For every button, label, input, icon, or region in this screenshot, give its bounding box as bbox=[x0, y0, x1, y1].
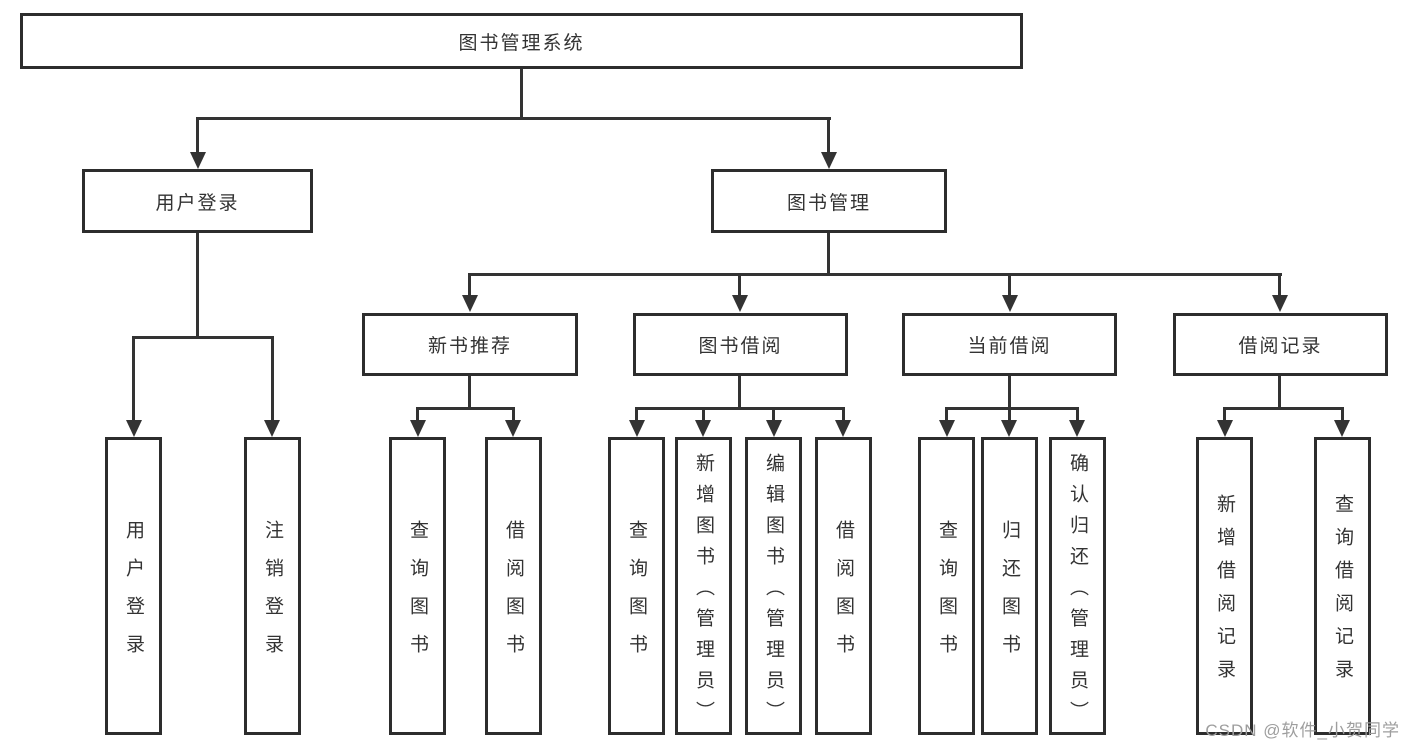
leaf-cb-confirm: 确认归还（管理员） bbox=[1049, 437, 1106, 735]
connector-drop-book-mgmt bbox=[827, 117, 830, 153]
connector-drop-nb-borrow bbox=[512, 407, 515, 421]
leaf-logout: 注销登录 bbox=[244, 437, 301, 735]
connector-drop-bb-search bbox=[635, 407, 638, 421]
csdn-watermark: CSDN @软件_小贺同学 bbox=[1205, 721, 1400, 740]
connector-drop-bb-add bbox=[702, 407, 705, 421]
arrowhead-nb-borrow bbox=[505, 420, 521, 437]
leaf-cb-search: 查询图书 bbox=[918, 437, 975, 735]
arrowhead-logout-leaf bbox=[264, 420, 280, 437]
node-borrow-records-label: 借阅记录 bbox=[1238, 336, 1323, 357]
leaf-br-add: 新增借阅记录 bbox=[1196, 437, 1253, 735]
leaf-nb-borrow: 借阅图书 bbox=[485, 437, 542, 735]
connector-drop-cb-return bbox=[1008, 407, 1011, 421]
connector-drop-br-add bbox=[1223, 407, 1226, 421]
leaf-br-add-label: 新增借阅记录 bbox=[1214, 494, 1235, 692]
arrowhead-br-add bbox=[1217, 420, 1233, 437]
arrowhead-login-leaf bbox=[126, 420, 142, 437]
leaf-user-login-label: 用户登录 bbox=[123, 519, 144, 672]
node-book-borrow: 图书借阅 bbox=[633, 313, 848, 376]
connector-drop-cb-confirm bbox=[1076, 407, 1079, 421]
connector-drop-nb-search bbox=[416, 407, 419, 421]
node-current-borrow: 当前借阅 bbox=[902, 313, 1117, 376]
connector-drop-br-search bbox=[1341, 407, 1344, 421]
connector-drop-user-login bbox=[196, 117, 199, 153]
node-user-login: 用户登录 bbox=[82, 169, 313, 233]
leaf-br-search-label: 查询借阅记录 bbox=[1332, 494, 1353, 692]
leaf-nb-search: 查询图书 bbox=[389, 437, 446, 735]
connector-borrow-records-bar bbox=[1223, 407, 1344, 410]
connector-drop-borrow-records bbox=[1278, 273, 1281, 297]
arrowhead-cb-return bbox=[1001, 420, 1017, 437]
connector-book-borrow-stem bbox=[738, 376, 741, 409]
node-new-books-label: 新书推荐 bbox=[427, 336, 512, 357]
connector-drop-login-leaf bbox=[132, 336, 135, 421]
connector-user-login-stem bbox=[196, 233, 199, 338]
arrowhead-nb-search bbox=[410, 420, 426, 437]
connector-book-mgmt-stem bbox=[827, 233, 830, 275]
leaf-bb-borrow: 借阅图书 bbox=[815, 437, 872, 735]
connector-book-mgmt-bar bbox=[468, 273, 1282, 276]
arrowhead-user-login bbox=[190, 152, 206, 169]
arrowhead-bb-borrow bbox=[835, 420, 851, 437]
leaf-br-search: 查询借阅记录 bbox=[1314, 437, 1371, 735]
node-current-borrow-label: 当前借阅 bbox=[967, 336, 1052, 357]
connector-current-borrow-stem bbox=[1008, 376, 1011, 409]
leaf-bb-borrow-label: 借阅图书 bbox=[833, 519, 854, 672]
leaf-cb-return: 归还图书 bbox=[981, 437, 1038, 735]
connector-user-login-bar bbox=[132, 336, 274, 339]
connector-drop-bb-edit bbox=[772, 407, 775, 421]
leaf-bb-search-label: 查询图书 bbox=[626, 519, 647, 672]
arrowhead-bb-search bbox=[629, 420, 645, 437]
leaf-bb-edit: 编辑图书（管理员） bbox=[745, 437, 802, 735]
leaf-bb-add-label: 新增图书（管理员） bbox=[693, 452, 714, 732]
node-new-books: 新书推荐 bbox=[362, 313, 578, 376]
leaf-cb-return-label: 归还图书 bbox=[999, 519, 1020, 672]
arrowhead-current-borrow bbox=[1002, 295, 1018, 312]
node-user-login-label: 用户登录 bbox=[155, 192, 240, 214]
arrowhead-bb-add bbox=[695, 420, 711, 437]
arrowhead-bb-edit bbox=[766, 420, 782, 437]
leaf-cb-confirm-label: 确认归还（管理员） bbox=[1067, 452, 1088, 732]
node-book-mgmt-label: 图书管理 bbox=[786, 192, 871, 214]
arrowhead-new-books bbox=[462, 295, 478, 312]
leaf-bb-search: 查询图书 bbox=[608, 437, 665, 735]
arrowhead-book-mgmt bbox=[821, 152, 837, 169]
arrowhead-book-borrow bbox=[732, 295, 748, 312]
connector-drop-cb-search bbox=[945, 407, 948, 421]
connector-drop-current-borrow bbox=[1008, 273, 1011, 297]
leaf-logout-label: 注销登录 bbox=[262, 519, 283, 672]
connector-root-stem bbox=[520, 69, 523, 119]
connector-new-books-stem bbox=[468, 376, 471, 409]
leaf-cb-search-label: 查询图书 bbox=[936, 519, 957, 672]
node-book-borrow-label: 图书借阅 bbox=[698, 336, 783, 357]
leaf-nb-search-label: 查询图书 bbox=[407, 519, 428, 672]
leaf-bb-edit-label: 编辑图书（管理员） bbox=[763, 452, 784, 732]
connector-borrow-records-stem bbox=[1278, 376, 1281, 409]
connector-current-borrow-bar bbox=[945, 407, 1079, 410]
arrowhead-br-search bbox=[1334, 420, 1350, 437]
connector-drop-bb-borrow bbox=[842, 407, 845, 421]
connector-new-books-bar bbox=[416, 407, 515, 410]
connector-book-borrow-bar bbox=[635, 407, 845, 410]
leaf-user-login: 用户登录 bbox=[105, 437, 162, 735]
node-book-mgmt: 图书管理 bbox=[711, 169, 947, 233]
leaf-bb-add: 新增图书（管理员） bbox=[675, 437, 732, 735]
connector-drop-new-books bbox=[468, 273, 471, 297]
arrowhead-cb-search bbox=[939, 420, 955, 437]
connector-drop-book-borrow bbox=[738, 273, 741, 297]
leaf-nb-borrow-label: 借阅图书 bbox=[503, 519, 524, 672]
node-root-system-label: 图书管理系统 bbox=[458, 32, 585, 54]
arrowhead-borrow-records bbox=[1272, 295, 1288, 312]
connector-drop-logout-leaf bbox=[271, 336, 274, 421]
node-root-system: 图书管理系统 bbox=[20, 13, 1023, 69]
node-borrow-records: 借阅记录 bbox=[1173, 313, 1388, 376]
connector-root-bar bbox=[196, 117, 831, 120]
arrowhead-cb-confirm bbox=[1069, 420, 1085, 437]
